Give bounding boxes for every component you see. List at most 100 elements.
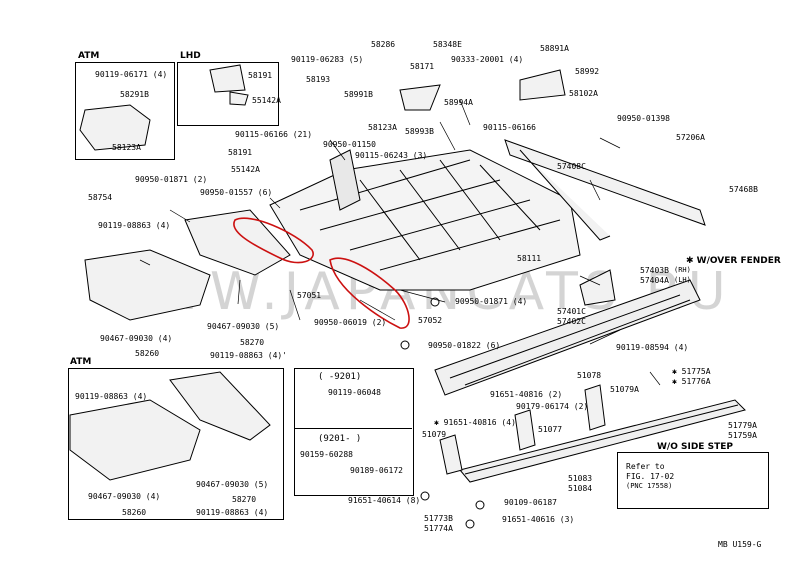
bolt-symbol xyxy=(475,500,485,510)
atm-top-part-1: 90119-06171 (4) xyxy=(95,70,168,79)
part-callout: 58191 xyxy=(228,148,253,157)
bolt-symbol xyxy=(465,519,475,529)
part-callout: 90950-01871 (2) xyxy=(135,175,208,184)
part-callout: 58270 xyxy=(240,338,265,347)
bolt-symbol xyxy=(400,340,410,350)
brace-drawing xyxy=(579,269,616,306)
wo-side-step-line3: (PNC 17558) xyxy=(626,482,673,490)
part-callout: 58193 xyxy=(306,75,331,84)
front-bracket-drawing xyxy=(399,69,566,111)
part-callout: 51779A xyxy=(728,421,757,430)
highlight-57051 xyxy=(233,217,314,264)
w-over-fender-note: ✱ W/OVER FENDER xyxy=(686,256,781,266)
skid-plate-drawing xyxy=(84,249,211,321)
lhd-part-1: 58191 xyxy=(248,71,273,80)
part-callout: 90950-01150 xyxy=(323,140,376,149)
part-callout: 90950-06019 (2) xyxy=(314,318,387,327)
atm-top-part-2: 58291B xyxy=(120,90,149,99)
part-callout: 90333-20001 (4) xyxy=(451,55,524,64)
inset-part-2: 90159-60288 xyxy=(300,450,353,459)
lhd-part-2: 55142A xyxy=(252,96,281,105)
atm-top-part-3: 58123A xyxy=(112,143,141,152)
atm-bottom-part-6: 90119-08863 (4) xyxy=(196,508,269,517)
part-callout: 90115-06166 xyxy=(483,123,536,132)
part-callout: 51078 xyxy=(577,371,602,380)
part-callout: 90467-09030 (4) xyxy=(100,334,173,343)
part-callout: 51084 xyxy=(568,484,593,493)
part-callout: 90109-06187 xyxy=(504,498,557,507)
atm-bottom-part-3: 58270 xyxy=(232,495,257,504)
part-callout: (RH) xyxy=(674,266,691,274)
part-callout: 90119-08863 (4)' xyxy=(210,351,288,360)
part-callout: 90950-01398 xyxy=(617,114,670,123)
part-callout: 90119-06283 (5) xyxy=(291,55,364,64)
floor-pan-drawing xyxy=(269,149,581,291)
inset-range-2: (9201- ) xyxy=(318,434,362,444)
part-callout: 90115-06243 (3) xyxy=(355,151,428,160)
lhd-box xyxy=(177,62,279,126)
part-callout: ✱ 51776A xyxy=(672,377,711,386)
part-callout: 91651-40816 (2) xyxy=(490,390,563,399)
part-callout: 51774A xyxy=(424,524,453,533)
part-callout: 58102A xyxy=(569,89,598,98)
bolt-symbol xyxy=(430,297,440,307)
inset-range-1: ( -9201) xyxy=(318,372,362,382)
leader-lines xyxy=(139,99,661,386)
part-callout: 58991B xyxy=(344,90,373,99)
part-callout: 58992 xyxy=(575,67,600,76)
part-callout: 51079A xyxy=(610,385,639,394)
part-callout: 57401C xyxy=(557,307,586,316)
side-member-drawing xyxy=(504,139,706,241)
inset-divider xyxy=(294,428,412,429)
highlight-57052 xyxy=(329,257,410,329)
part-callout: 90179-06174 (2) xyxy=(516,402,589,411)
part-callout: 51077 xyxy=(538,425,563,434)
part-callout: 90950-01871 (4) xyxy=(455,297,528,306)
wo-side-step-heading: W/O SIDE STEP xyxy=(657,442,733,452)
atm-plate-drawing xyxy=(79,104,151,151)
atm-bottom-part-1: 90119-08863 (4) xyxy=(75,392,148,401)
part-callout: 58993B xyxy=(405,127,434,136)
bolt-symbol xyxy=(420,491,430,501)
side-step-drawing xyxy=(459,399,746,483)
stay-drawing xyxy=(439,384,606,475)
lower-crossmember-drawing xyxy=(69,399,201,481)
atm-top-heading: ATM xyxy=(78,51,100,61)
part-callout: 51079 xyxy=(422,430,447,439)
part-callout: 90467-09030 (5) xyxy=(207,322,280,331)
part-callout: 51773B xyxy=(424,514,453,523)
part-callout: 57206A xyxy=(676,133,705,142)
part-callout: 58994A xyxy=(444,98,473,107)
wo-side-step-line2: FIG. 17-02 xyxy=(626,472,675,481)
inset-box xyxy=(294,368,414,496)
part-callout: 90119-08594 (4) xyxy=(616,343,689,352)
part-callout: 57051 xyxy=(297,291,322,300)
part-callout: 55142A xyxy=(231,165,260,174)
part-callout: 57052 xyxy=(418,316,443,325)
inset-part-3: 90189-06172 xyxy=(350,466,403,475)
part-callout: 51759A xyxy=(728,431,757,440)
part-callout: 90115-06166 (21) xyxy=(235,130,313,139)
atm-bottom-box xyxy=(68,368,284,520)
part-callout: 57402C xyxy=(557,317,586,326)
rear-crossmember-drawing xyxy=(184,209,291,276)
part-callout: 90950-01822 (6) xyxy=(428,341,501,350)
lhd-heading: LHD xyxy=(180,51,201,61)
part-callout: 58111 xyxy=(517,254,542,263)
part-callout: 57403B xyxy=(640,266,669,275)
part-callout: 57404A xyxy=(640,276,669,285)
atm-top-box xyxy=(75,62,175,160)
part-callout: 58891A xyxy=(540,44,569,53)
part-callout: 57468B xyxy=(729,185,758,194)
part-callout: 51083 xyxy=(568,474,593,483)
part-callout: 58260 xyxy=(135,349,160,358)
inset-part-1: 90119-06048 xyxy=(328,388,381,397)
part-callout: 90119-08863 (4) xyxy=(98,221,171,230)
part-callout: ✱ 51775A xyxy=(672,367,711,376)
part-callout: 91651-40614 (8) xyxy=(348,496,421,505)
part-callout: 58348E xyxy=(433,40,462,49)
atm-bottom-heading: ATM xyxy=(70,357,92,367)
part-callout: 58123A xyxy=(368,123,397,132)
rocker-panel-drawing xyxy=(434,279,701,396)
